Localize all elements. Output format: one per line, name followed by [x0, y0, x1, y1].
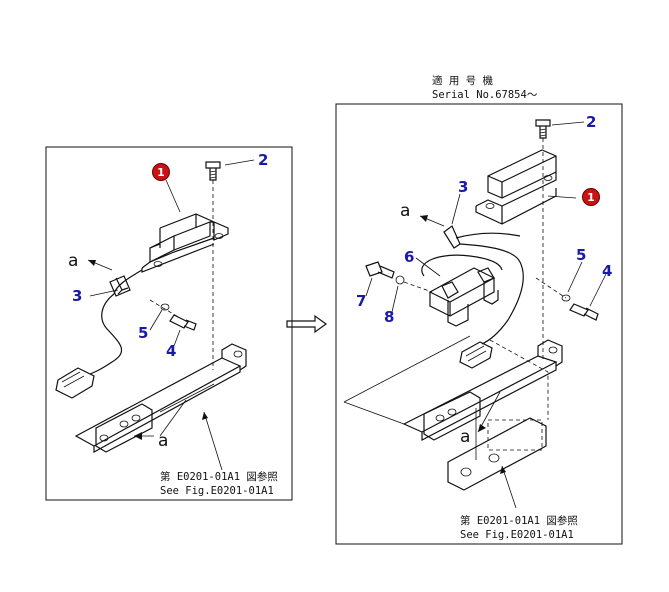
left-view-letter-bottom: a	[158, 431, 168, 451]
right-bolt-4	[569, 303, 599, 321]
serial-number: Serial No.67854～	[432, 89, 538, 101]
right-callout-7: 7	[356, 292, 366, 310]
svg-text:1: 1	[587, 191, 595, 204]
right-controller-box	[475, 149, 557, 225]
right-panel-frame	[335, 103, 623, 545]
transition-arrow	[286, 314, 328, 334]
left-callout-1: 1	[152, 163, 170, 181]
right-relay-6	[428, 267, 499, 327]
right-bracket	[343, 335, 563, 491]
left-washer-5	[160, 303, 170, 311]
left-controller-box	[141, 213, 229, 273]
right-bolt-7	[365, 261, 395, 279]
serial-heading: 適 用 号 機	[432, 74, 493, 87]
right-washer-5	[561, 294, 571, 302]
left-ref-en: See Fig.E0201-01A1	[160, 485, 274, 497]
right-ref-jp: 第 E0201-01A1 図参照	[460, 514, 578, 527]
right-ref-en: See Fig.E0201-01A1	[460, 529, 574, 541]
right-callout-2: 2	[586, 113, 596, 131]
right-washer-8	[395, 275, 405, 285]
right-bolt-2	[535, 119, 551, 360]
svg-text:1: 1	[157, 166, 165, 179]
left-harness	[55, 269, 143, 399]
right-ref-arrow	[501, 465, 517, 509]
left-callout-1-badge	[152, 163, 170, 181]
left-bolt-4	[169, 314, 197, 331]
left-ref-arrow	[203, 411, 223, 471]
left-callout-5: 5	[138, 324, 148, 342]
right-connector	[459, 341, 493, 369]
left-clip-3	[115, 277, 129, 295]
left-bracket	[74, 343, 247, 454]
right-callout-6: 6	[404, 248, 414, 266]
right-view-letter-top: a	[400, 201, 410, 221]
left-view-letter-top: a	[68, 251, 78, 271]
left-callout-4: 4	[166, 342, 176, 360]
right-harness	[455, 232, 521, 239]
left-connector	[55, 367, 95, 399]
right-callout-3: 3	[458, 178, 468, 196]
left-ref-jp: 第 E0201-01A1 図参照	[160, 470, 278, 483]
right-view-letter-bottom: a	[460, 427, 470, 447]
left-bolt-2	[205, 161, 221, 370]
left-callout-3: 3	[72, 287, 82, 305]
right-callout-4: 4	[602, 262, 612, 280]
right-callout-8: 8	[384, 308, 394, 326]
left-view-arrow-bottom	[159, 399, 187, 437]
left-panel-frame	[45, 146, 293, 501]
left-callout-2: 2	[258, 151, 268, 169]
right-callout-1-badge	[582, 188, 600, 206]
right-panel: a a 1 2 3 4 5 6 7 8 第 E0201-01A1 図参照 See…	[335, 103, 623, 545]
left-panel: a a 1 2 3 4 5 第 E0201-01A1 図参照 See Fig.E…	[45, 146, 293, 501]
right-callout-5: 5	[576, 246, 586, 264]
right-callout-1: 1	[582, 188, 600, 206]
